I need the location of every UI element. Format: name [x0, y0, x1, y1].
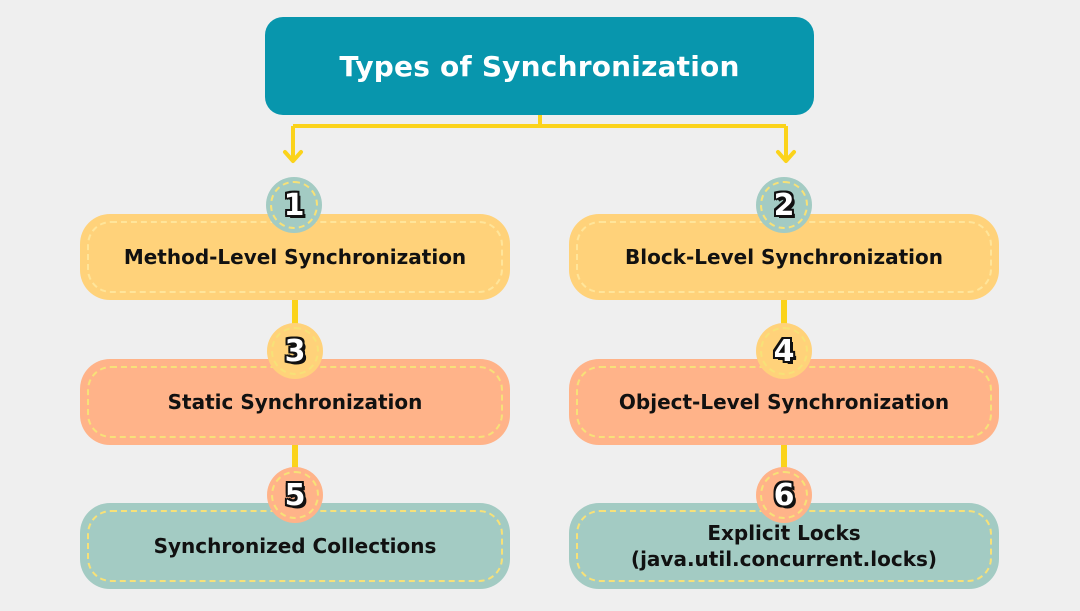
number-badge-1: 1 — [266, 177, 322, 233]
card-label: Synchronized Collections — [153, 534, 437, 558]
card-block-level: Block-Level Synchronization — [569, 214, 999, 300]
number-badge-2: 2 — [756, 177, 812, 233]
arrow-right-icon — [776, 150, 796, 163]
card-label-line2: (java.util.concurrent.locks) — [630, 547, 938, 571]
number-badge-4: 4 — [756, 323, 812, 379]
number-badge-5: 5 — [267, 467, 323, 523]
diagram-title-text: Types of Synchronization — [339, 49, 740, 83]
number-badge-6: 6 — [756, 467, 812, 523]
number-badge-3: 3 — [267, 323, 323, 379]
card-label: Explicit Locks (java.util.concurrent.loc… — [631, 520, 937, 572]
card-label-line1: Explicit Locks — [707, 521, 861, 545]
card-static: Static Synchronization — [80, 359, 510, 445]
arrow-left-icon — [283, 150, 303, 163]
card-label: Method-Level Synchronization — [123, 245, 467, 269]
card-label: Static Synchronization — [167, 390, 423, 414]
card-label: Block-Level Synchronization — [624, 245, 944, 269]
diagram-title: Types of Synchronization — [265, 17, 814, 115]
card-label: Object-Level Synchronization — [618, 390, 950, 414]
card-synchronized-collections: Synchronized Collections — [80, 503, 510, 589]
